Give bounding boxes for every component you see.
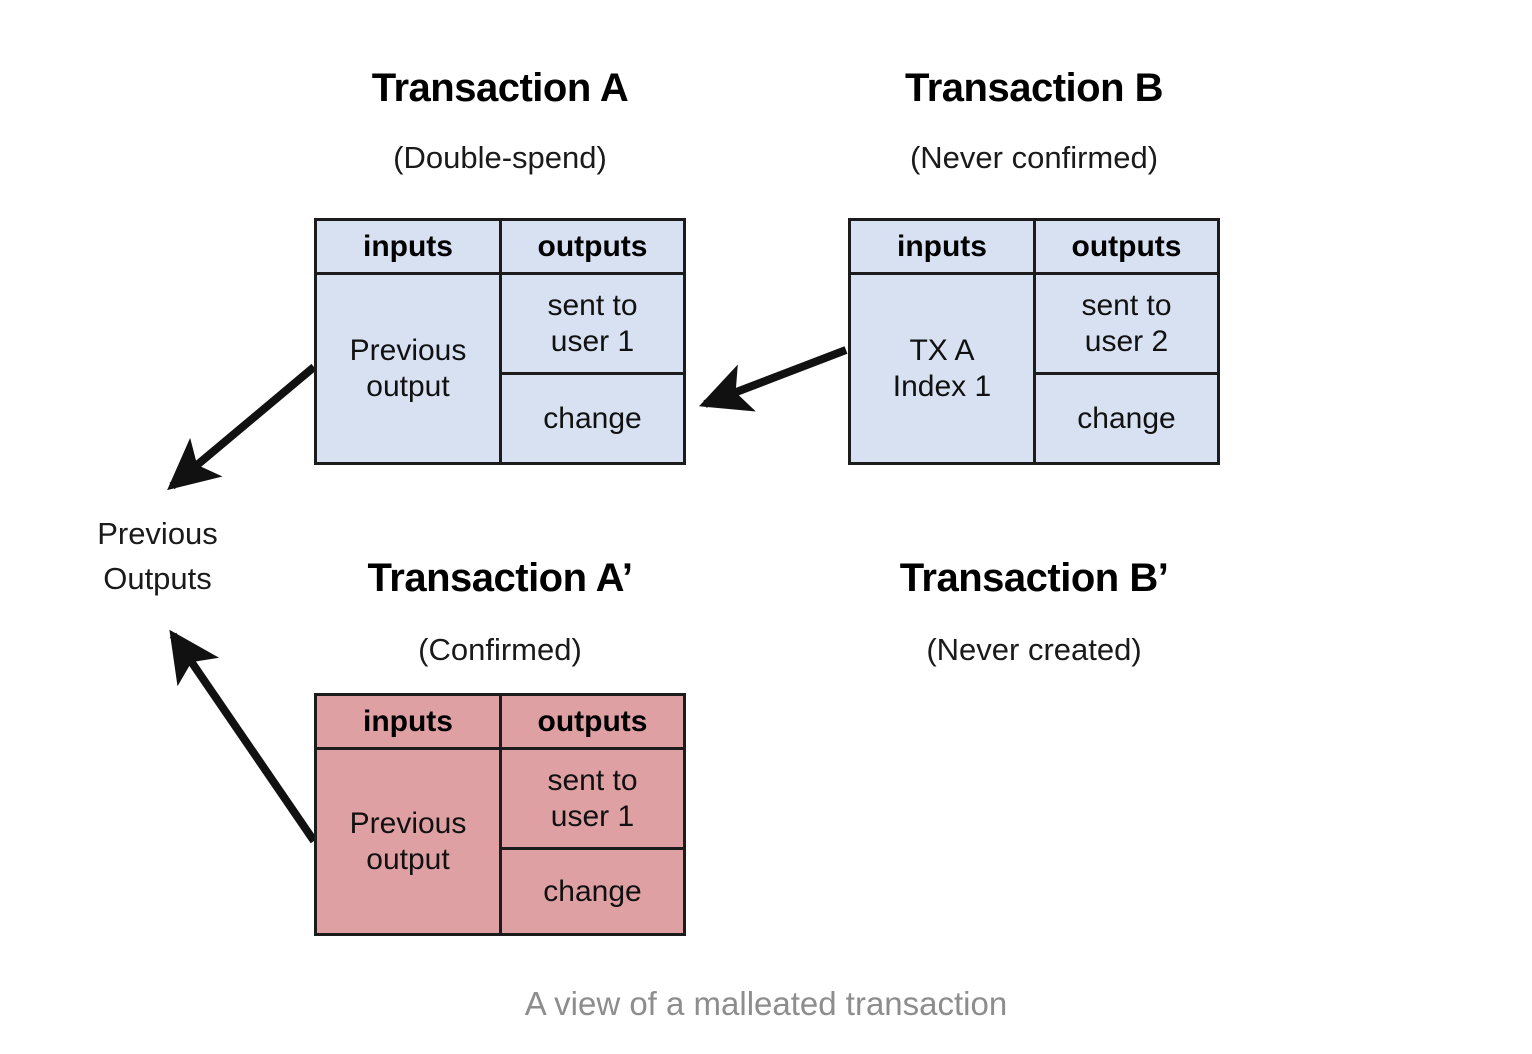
tx-b-output-sent-text: sent to user 2 (1081, 288, 1171, 359)
tx-a-prime-title: Transaction A’ (367, 556, 633, 600)
tx-a-output-sent: sent to user 1 (502, 275, 683, 375)
previous-outputs-line2: Outputs (103, 560, 212, 596)
tx-a-header-outputs-label: outputs (537, 229, 648, 263)
tx-b-header-outputs: outputs (1036, 221, 1217, 272)
tx-a-header-outputs: outputs (502, 221, 683, 272)
tx-a-header-inputs: inputs (317, 221, 502, 272)
tx-a-prime-output-change: change (502, 850, 683, 933)
tx-a-prime-output-sent-text: sent to user 1 (547, 763, 637, 834)
tx-a-prime-output-cells: sent to user 1 change (502, 750, 683, 933)
tx-a-prime-header-row: inputs outputs (317, 696, 683, 750)
tx-a-prime-header-outputs-label: outputs (537, 704, 648, 738)
tx-a-header-inputs-label: inputs (363, 229, 453, 263)
tx-b-subtitle: (Never confirmed) (909, 140, 1159, 175)
tx-a-output-cells: sent to user 1 change (502, 275, 683, 462)
tx-a-input-line1: Previous (349, 334, 467, 368)
tx-a-output-sent-line1: sent to (547, 289, 638, 323)
arrow-tx-a-to-previous-outputs (167, 363, 317, 491)
tx-a-table: inputs outputs Previous output sent to u… (314, 218, 686, 465)
tx-b-output-change: change (1036, 375, 1217, 462)
tx-a-title: Transaction A (371, 66, 629, 110)
tx-a-prime-header-outputs: outputs (502, 696, 683, 747)
tx-b-output-change-text: change (1077, 401, 1176, 435)
tx-a-prime-subtitle: (Confirmed) (418, 632, 582, 667)
tx-a-output-change-text: change (543, 401, 642, 435)
tx-a-prime-header-inputs-label: inputs (363, 704, 453, 738)
tx-b-output-sent-line2: user 2 (1084, 324, 1169, 358)
tx-a-output-sent-line2: user 1 (550, 324, 635, 358)
tx-a-prime-input-line1: Previous (349, 807, 467, 841)
tx-b-header-inputs-label: inputs (897, 229, 987, 263)
tx-a-output-change: change (502, 375, 683, 462)
tx-b-prime-subtitle: (Never created) (926, 632, 1142, 667)
tx-a-output-sent-text: sent to user 1 (547, 288, 637, 359)
tx-b-input-line1: TX A (909, 334, 975, 368)
tx-b-input-cell: TX A Index 1 (851, 275, 1036, 462)
tx-b-input-text: TX A Index 1 (893, 333, 991, 404)
tx-a-input-line2: output (366, 369, 450, 403)
tx-b-body-row: TX A Index 1 sent to user 2 change (851, 275, 1217, 462)
tx-a-prime-output-sent-line2: user 1 (550, 799, 635, 833)
tx-b-input-line2: Index 1 (892, 369, 992, 403)
tx-a-prime-output-sent-line1: sent to (547, 764, 638, 798)
tx-a-body-row: Previous output sent to user 1 change (317, 275, 683, 462)
diagram-caption: A view of a malleated transaction (524, 985, 1008, 1022)
tx-a-header-row: inputs outputs (317, 221, 683, 275)
previous-outputs-label: Previous Outputs (85, 512, 230, 602)
tx-a-prime-body-row: Previous output sent to user 1 change (317, 750, 683, 933)
tx-b-title: Transaction B (904, 66, 1164, 110)
tx-b-output-sent: sent to user 2 (1036, 275, 1217, 375)
tx-a-prime-output-sent: sent to user 1 (502, 750, 683, 850)
tx-a-input-text: Previous output (350, 333, 467, 404)
tx-b-header-inputs: inputs (851, 221, 1036, 272)
tx-b-prime-title: Transaction B’ (899, 556, 1169, 600)
arrow-tx-a-prime-to-previous-outputs (169, 629, 318, 844)
tx-b-header-row: inputs outputs (851, 221, 1217, 275)
arrow-tx-b-to-tx-a (699, 346, 848, 412)
tx-a-prime-table: inputs outputs Previous output sent to u… (314, 693, 686, 936)
tx-a-prime-header-inputs: inputs (317, 696, 502, 747)
tx-a-subtitle: (Double-spend) (393, 140, 607, 175)
tx-b-header-outputs-label: outputs (1071, 229, 1182, 263)
tx-b-table: inputs outputs TX A Index 1 sent to user… (848, 218, 1220, 465)
tx-b-output-sent-line1: sent to (1081, 289, 1172, 323)
tx-b-output-cells: sent to user 2 change (1036, 275, 1217, 462)
tx-a-prime-input-line2: output (366, 842, 450, 876)
tx-a-prime-input-text: Previous output (350, 806, 467, 877)
tx-a-input-cell: Previous output (317, 275, 502, 462)
previous-outputs-line1: Previous (97, 516, 218, 551)
tx-a-prime-input-cell: Previous output (317, 750, 502, 933)
tx-a-prime-output-change-text: change (543, 874, 642, 908)
